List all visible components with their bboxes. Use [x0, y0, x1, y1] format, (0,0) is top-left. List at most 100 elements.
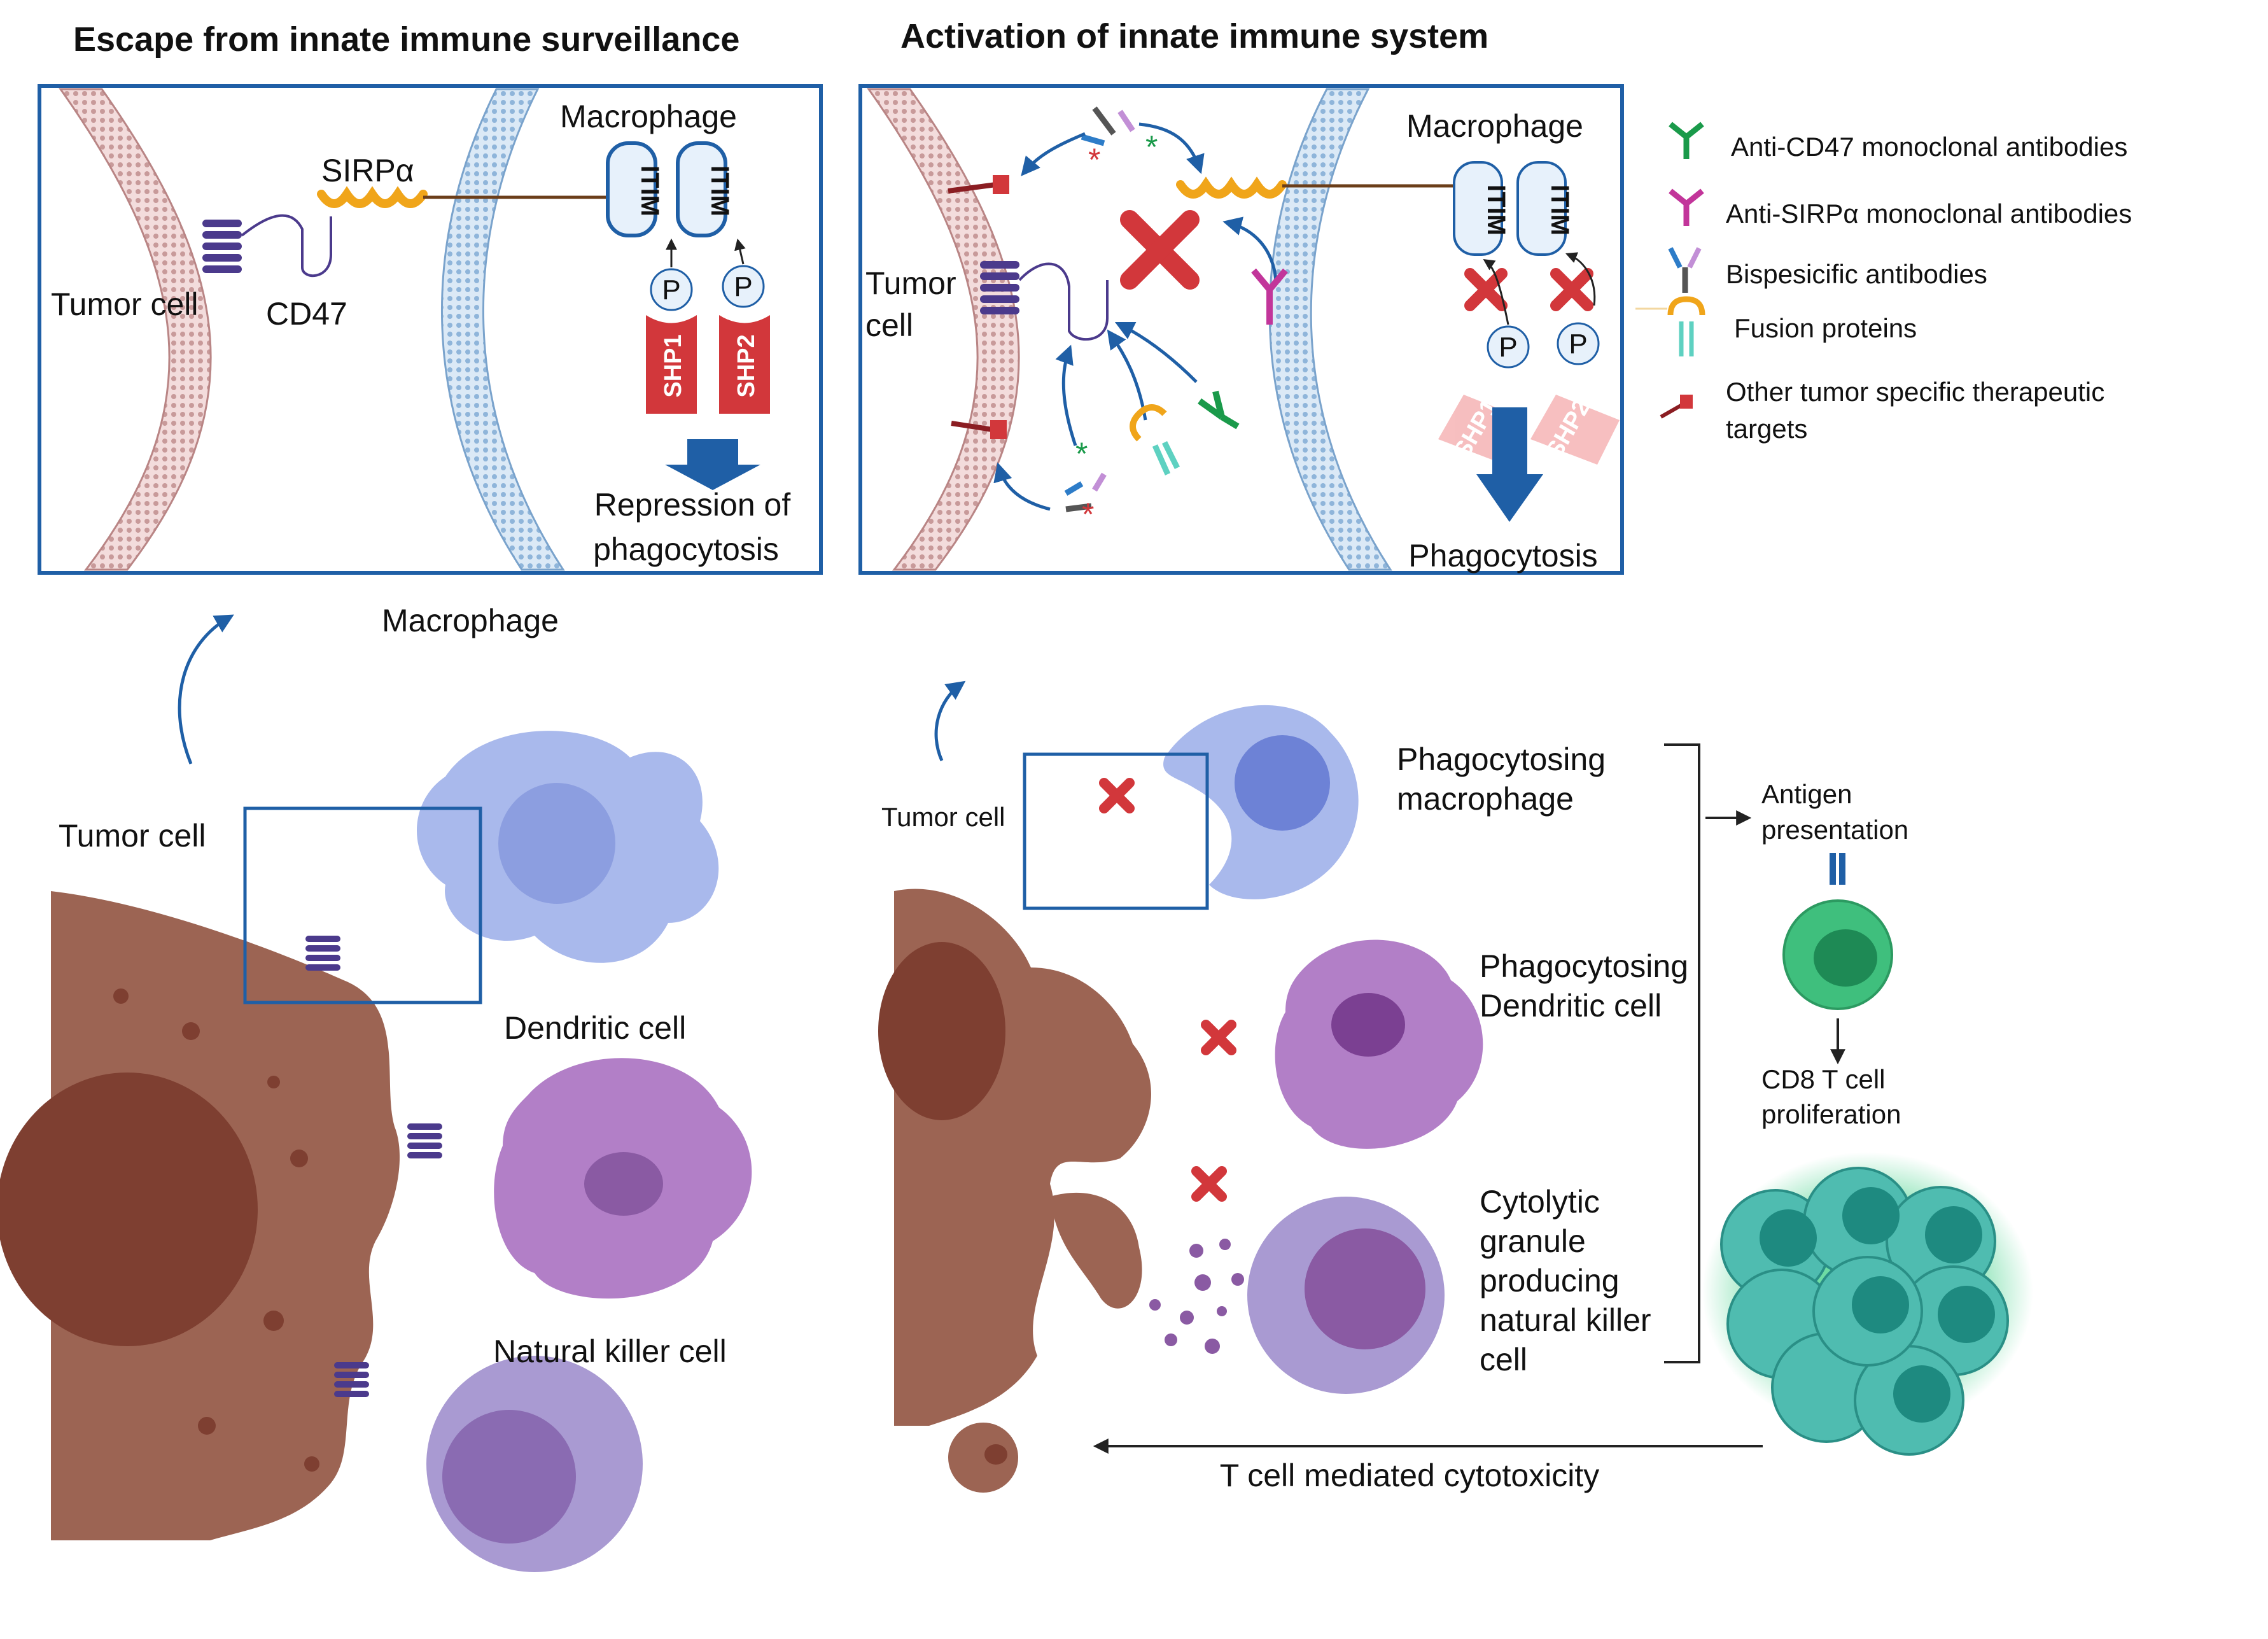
phosphate-label-right-1: P [1499, 332, 1517, 363]
shp1-icon [646, 315, 697, 414]
antigen-line2: presentation [1761, 815, 1908, 845]
green-antibody-legend-icon [1669, 122, 1704, 159]
right-panel-title: Activation of innate immune system [900, 17, 1488, 55]
phosphate-icon-right-2 [1557, 322, 1600, 365]
tumor-nucleus [0, 1073, 258, 1346]
phosphate-label-1: P [662, 274, 680, 306]
tumor-membrane-right [867, 88, 1020, 571]
outcome-line1: Repression of [594, 487, 791, 523]
phosphate-icon-1 [650, 268, 693, 311]
t-cell-nucleus [1814, 929, 1877, 987]
phagocytosing-dc [1275, 939, 1483, 1149]
cytolytic-nk-nucleus [1305, 1228, 1425, 1349]
legend-item-fusion: Fusion proteins [1635, 296, 1917, 356]
cross-icon-scene-3 [1191, 1166, 1227, 1202]
tumor-nucleus-right [878, 942, 1005, 1120]
tcr-icon [1830, 853, 1845, 885]
phago-mac-line2: macrophage [1397, 781, 1574, 817]
zoom-arrow-left [178, 614, 234, 764]
phosphate-icon-2 [722, 265, 765, 308]
green-star-icon-2: * [1075, 436, 1088, 472]
sirpa-receptor-icon-right [1176, 176, 1287, 199]
magenta-antibody-legend-icon [1669, 188, 1704, 226]
right-inset-frame [858, 84, 1624, 575]
inset-macrophage-label-right: Macrophage [1406, 108, 1583, 144]
itim-box-1 [606, 141, 657, 237]
left-panel-title: Escape from innate immune surveillance [73, 20, 739, 59]
outcome-line2: phagocytosis [593, 531, 779, 567]
itim-label-1: ITIM [636, 165, 664, 216]
inset-tumor-line1: Tumor [865, 265, 956, 301]
zoom-box-right [1023, 752, 1209, 910]
shp2-icon [719, 315, 770, 414]
left-inset: Macrophage SIRPα Tumor cell CD47 ITIM IT… [38, 84, 823, 575]
cytotoxicity-label: T cell mediated cytotoxicity [1220, 1458, 1600, 1493]
cross-icon-scene-2 [1201, 1020, 1236, 1055]
itim-label-right-1: ITIM [1482, 185, 1510, 236]
cd47-receptor-icon [202, 214, 332, 277]
down-arrow-icon [665, 439, 760, 490]
antigen-line1: Antigen [1761, 779, 1852, 809]
inset-tumor-label: Tumor cell [51, 286, 199, 322]
scene-tumor-label-right: Tumor cell [881, 802, 1005, 832]
itim-box-2 [676, 141, 727, 237]
svg-text:targets: targets [1726, 414, 1807, 444]
block-cross-icon [1120, 210, 1200, 290]
legend-item-bispecific: Bispesicific antibodies [1668, 247, 1987, 293]
bracket [1664, 743, 1700, 1363]
shp1-label: SHP1 [660, 334, 687, 397]
magenta-antibody-icon [1251, 268, 1288, 325]
cross-icon-scene-1 [1099, 778, 1135, 813]
red-target-icon [948, 175, 1009, 439]
legend-item-other-targets: Other tumor specific therapeutic targets [1660, 377, 2104, 444]
cross-icon-itim-2 [1550, 268, 1593, 311]
dendritic-cell [494, 1058, 752, 1299]
itim-label-right-2: ITIM [1546, 185, 1574, 236]
red-star-icon-2: * [1082, 496, 1094, 532]
svg-text:Bispesicific antibodies: Bispesicific antibodies [1726, 259, 1987, 289]
itim-box-right-1 [1453, 161, 1503, 256]
shp2-label: SHP2 [733, 334, 760, 397]
proliferating-t-cells [1702, 1152, 2033, 1456]
svg-text:Anti-SIRPα monoclonal antibodi: Anti-SIRPα monoclonal antibodies [1726, 199, 2132, 229]
legend-item-anti-sirpa: Anti-SIRPα monoclonal antibodies [1669, 188, 2132, 229]
nk-line5: cell [1480, 1342, 1527, 1377]
zoom-arrow-right [934, 680, 966, 762]
inset-tumor-line2: cell [865, 307, 913, 343]
down-arrow-icon-right [1476, 407, 1543, 522]
legend-item-anti-cd47: Anti-CD47 monoclonal antibodies [1669, 122, 2127, 162]
zoom-box-left [243, 806, 482, 1004]
macrophage-nucleus [498, 783, 615, 904]
legend: Anti-CD47 monoclonal antibodies Anti-SIR… [1635, 122, 2132, 444]
phosphate-label-right-2: P [1569, 328, 1587, 360]
phosphate-icon-right-1 [1487, 325, 1530, 369]
bispecific-legend-icon [1668, 247, 1702, 293]
phagocytosis-label: Phagocytosis [1408, 538, 1597, 573]
phago-mac-line1: Phagocytosing [1397, 742, 1606, 777]
green-star-icon: * [1145, 129, 1158, 165]
bispecific-antibody-icon [1064, 106, 1135, 512]
macrophage-nucleus-right [1235, 735, 1330, 831]
green-antibody-icon [1198, 390, 1240, 430]
nk-line3: producing [1480, 1263, 1620, 1298]
fusion-protein-icon [1130, 404, 1180, 475]
scene-nk-label: Natural killer cell [493, 1333, 727, 1369]
svg-text:Anti-CD47 monoclonal antibodie: Anti-CD47 monoclonal antibodies [1731, 132, 2127, 162]
macrophage-membrane-right [1268, 88, 1392, 571]
cd47-icons-left [305, 936, 442, 1397]
phago-dc-line1: Phagocytosing [1480, 948, 1688, 984]
red-star-icon: * [1088, 142, 1100, 178]
nk-line1: Cytolytic [1480, 1184, 1600, 1220]
nk-line4: natural killer [1480, 1302, 1651, 1338]
cd8-line2: proliferation [1761, 1099, 1901, 1129]
sirpa-label: SIRPα [321, 153, 414, 188]
scene-tumor-label: Tumor cell [59, 818, 206, 854]
scene-dendritic-label: Dendritic cell [504, 1010, 686, 1046]
left-scene: Macrophage Tumor cell Dendritic cell Nat… [0, 603, 752, 1572]
cd47-receptor-icon-right [980, 261, 1109, 341]
right-scene: Tumor cell Phagocytosing macrophage Phag… [878, 680, 2033, 1493]
phago-dc-line2: Dendritic cell [1480, 988, 1662, 1023]
fusion-legend-icon [1635, 296, 1705, 356]
cd47-label: CD47 [266, 296, 347, 332]
